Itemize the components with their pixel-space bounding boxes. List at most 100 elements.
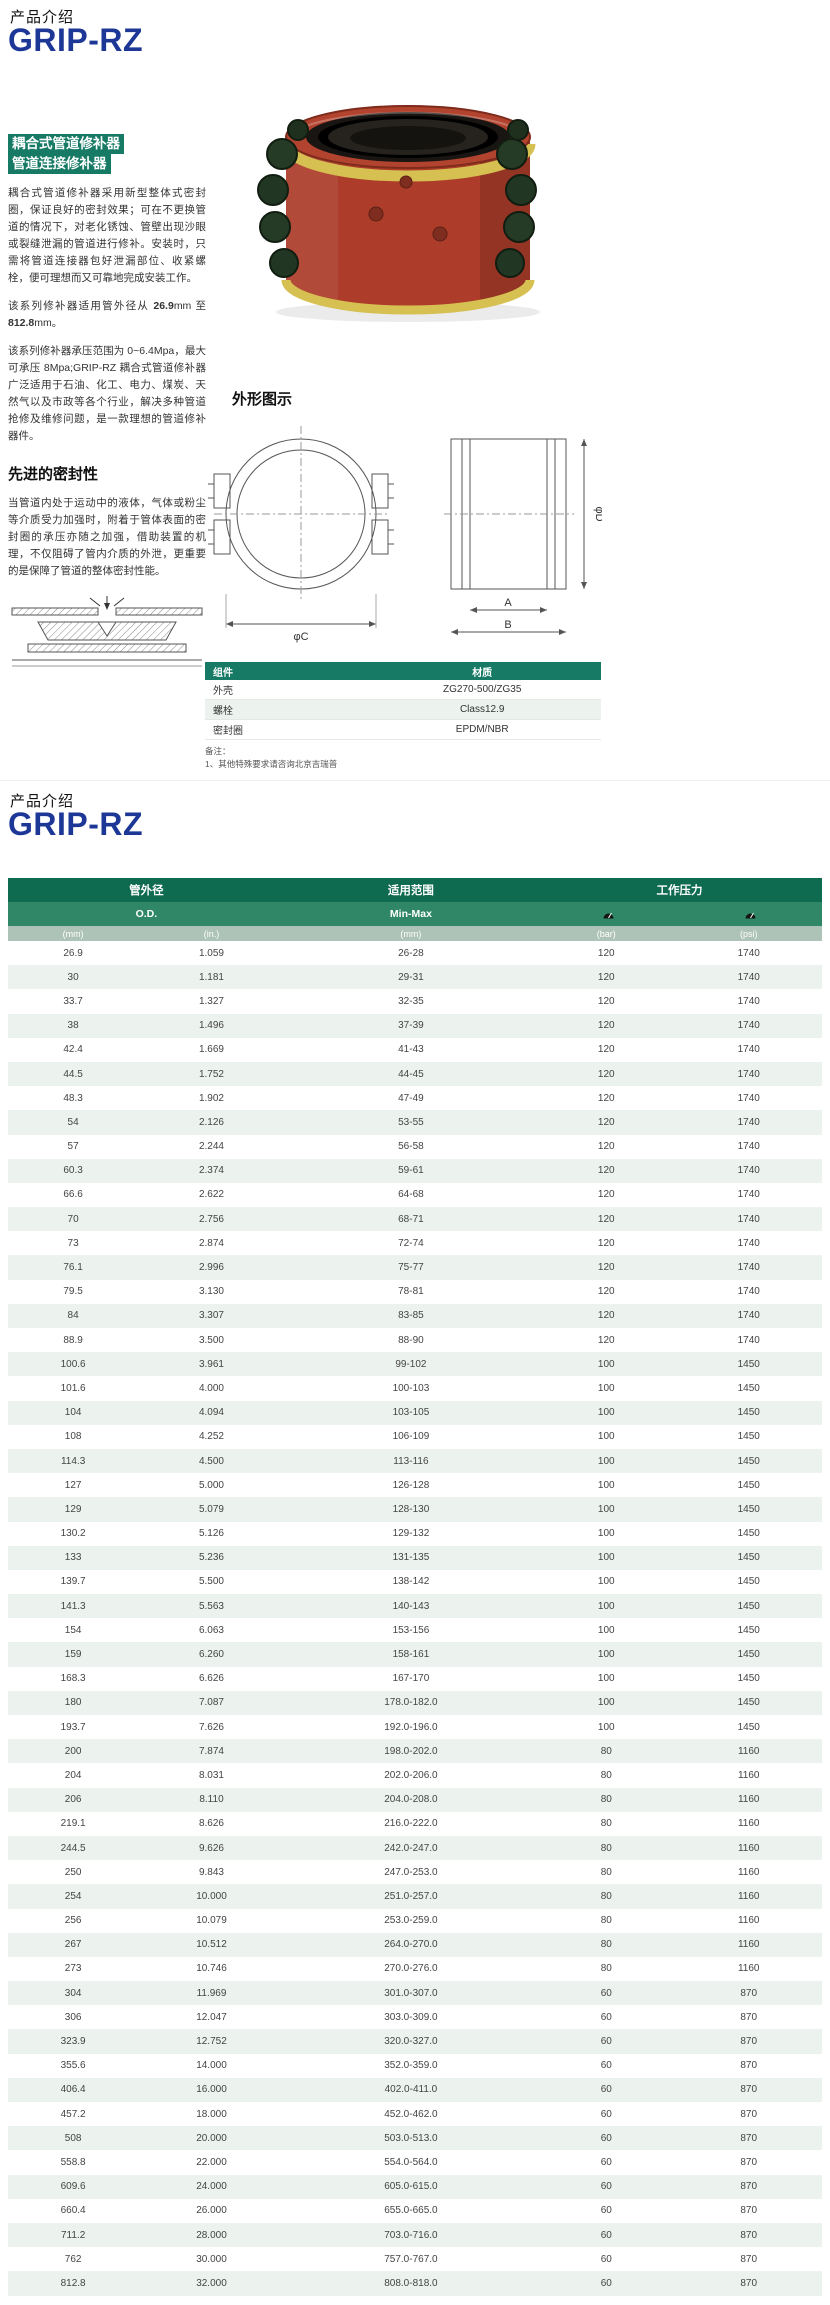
range-mm-value: 198.0-202.0 — [384, 1745, 438, 1757]
pressure-psi-value: 1740 — [737, 1213, 760, 1225]
pressure-bar-value: 80 — [600, 1939, 612, 1951]
page2-brand-title: GRIP-RZ — [8, 806, 144, 842]
pressure-psi-value: 1160 — [737, 1915, 760, 1927]
pressure-psi-value: 1740 — [737, 947, 760, 959]
pressure-bar-value: 60 — [600, 2253, 612, 2265]
od-in-value: 7.087 — [198, 1697, 224, 1709]
range-mm-value: 247.0-253.0 — [384, 1866, 438, 1878]
spec-row: 48.3 1.902 47-49 120 1740 — [8, 1086, 822, 1110]
range-mm-value: 26-28 — [398, 947, 424, 959]
pressure-bar-value: 100 — [597, 1721, 615, 1733]
spec-header-row2: O.D. Min-Max — [8, 902, 822, 926]
spec-row: 256 10.079 253.0-259.0 80 1160 — [8, 1909, 822, 1933]
range-mm-value: 83-85 — [398, 1310, 424, 1322]
outline-drawing: φC φD A B — [206, 414, 605, 656]
outline-drawing-svg: φC φD A B — [208, 426, 605, 643]
pressure-bar-value: 120 — [597, 1310, 615, 1322]
pressure-psi-value: 870 — [740, 2205, 758, 2217]
sealing-diagram — [11, 595, 203, 667]
od-mm-value: 168.3 — [60, 1673, 86, 1685]
pressure-bar-value: 60 — [600, 2229, 612, 2241]
intro-paragraph-2: 该系列修补器适用管外径从 26.9mm 至 812.8mm。 — [8, 298, 206, 332]
od-in-value: 5.079 — [198, 1503, 224, 1515]
range-mm-value: 242.0-247.0 — [384, 1842, 438, 1854]
bolt-cluster-right — [495, 138, 537, 278]
spec-row: 104 4.094 103-105 100 1450 — [8, 1400, 822, 1425]
od-in-value: 5.000 — [198, 1479, 224, 1491]
pressure-bar-value: 120 — [597, 1068, 615, 1080]
pressure-psi-value: 1450 — [737, 1673, 760, 1685]
unit-od-in: (in.) — [203, 928, 220, 939]
od-mm-value: 79.5 — [63, 1286, 83, 1298]
pressure-psi-value: 870 — [740, 2011, 758, 2023]
spec-row: 200 7.874 198.0-202.0 80 1160 — [8, 1739, 822, 1764]
pressure-bar-value: 120 — [597, 1116, 615, 1128]
spec-table: 管外径 适用范围 工作压力 O.D. Min-Max (mm) (in. — [8, 878, 822, 2296]
pressure-bar-value: 60 — [600, 1987, 612, 1999]
pressure-bar-value: 80 — [600, 1890, 612, 1902]
od-in-value: 16.000 — [196, 2084, 227, 2096]
range-mm-value: 167-170 — [392, 1673, 430, 1685]
pressure-psi-value: 1450 — [737, 1407, 760, 1419]
od-mm-value: 159 — [64, 1649, 82, 1661]
range-mm-value: 216.0-222.0 — [384, 1818, 438, 1830]
spec-row: 57 2.244 56-58 120 1740 — [8, 1135, 822, 1159]
range-mm-value: 253.0-259.0 — [384, 1915, 438, 1927]
range-mm-value: 47-49 — [398, 1092, 424, 1104]
pressure-psi-value: 1740 — [737, 1189, 760, 1201]
spec-row: 54 2.126 53-55 120 1740 — [8, 1110, 822, 1135]
pressure-bar-value: 100 — [597, 1552, 615, 1564]
pressure-bar-value: 100 — [597, 1455, 615, 1467]
od-in-value: 10.746 — [196, 1963, 227, 1975]
spec-row: 38 1.496 37-39 120 1740 — [8, 1013, 822, 1038]
od-mm-value: 762 — [64, 2253, 82, 2265]
spec-row: 127 5.000 126-128 100 1450 — [8, 1473, 822, 1497]
pressure-psi-value: 1450 — [737, 1552, 760, 1564]
range-mm-value: 131-135 — [392, 1552, 430, 1564]
od-in-value: 4.252 — [198, 1431, 224, 1443]
od-in-value: 1.496 — [198, 1020, 224, 1032]
pressure-bar-value: 120 — [597, 1189, 615, 1201]
spec-row: 159 6.260 158-161 100 1450 — [8, 1642, 822, 1667]
dim-label-b: B — [504, 619, 511, 631]
spec-row: 180 7.087 178.0-182.0 100 1450 — [8, 1690, 822, 1715]
pressure-bar-value: 100 — [597, 1576, 615, 1588]
p2-max-od: 812.8 — [8, 316, 35, 329]
p2-text: 该系列修补器适用管外径从 — [8, 299, 154, 312]
od-in-value: 5.500 — [198, 1576, 224, 1588]
od-mm-value: 139.7 — [60, 1576, 86, 1588]
od-mm-value: 711.2 — [60, 2229, 86, 2241]
pressure-psi-value: 1450 — [737, 1431, 760, 1443]
od-in-value: 7.626 — [198, 1721, 224, 1733]
pressure-psi-value: 1450 — [737, 1358, 760, 1370]
od-mm-value: 306 — [64, 2011, 82, 2023]
od-in-value: 14.000 — [196, 2060, 227, 2072]
od-in-value: 8.110 — [199, 1794, 224, 1806]
pressure-psi-value: 870 — [740, 2036, 758, 2048]
bolt-cluster-left — [257, 138, 299, 278]
range-mm-value: 53-55 — [398, 1116, 424, 1128]
pressure-psi-value: 1740 — [737, 1334, 760, 1346]
pressure-bar-value: 120 — [597, 1044, 615, 1056]
od-in-value: 20.000 — [196, 2132, 227, 2144]
od-in-value: 12.047 — [196, 2011, 227, 2023]
product-photo — [228, 82, 566, 332]
range-mm-value: 301.0-307.0 — [384, 1987, 438, 1999]
spec-row: 250 9.843 247.0-253.0 80 1160 — [8, 1860, 822, 1884]
materials-header-material: 材质 — [472, 667, 493, 679]
od-in-value: 10.079 — [196, 1915, 227, 1927]
od-in-value: 2.874 — [198, 1237, 224, 1249]
spec-row: 558.8 22.000 554.0-564.0 60 870 — [8, 2150, 822, 2174]
range-mm-value: 605.0-615.0 — [384, 2181, 438, 2193]
od-mm-value: 267 — [64, 1939, 82, 1951]
spec-row: 609.6 24.000 605.0-615.0 60 870 — [8, 2174, 822, 2199]
range-mm-value: 503.0-513.0 — [384, 2132, 438, 2144]
od-mm-value: 38 — [67, 1020, 79, 1032]
pressure-psi-value: 1160 — [737, 1866, 760, 1878]
od-in-value: 10.512 — [196, 1939, 227, 1951]
spec-row: 139.7 5.500 138-142 100 1450 — [8, 1570, 822, 1594]
dim-label-a: A — [504, 597, 512, 609]
spec-row: 79.5 3.130 78-81 120 1740 — [8, 1280, 822, 1304]
spec-row: 762 30.000 757.0-767.0 60 870 — [8, 2247, 822, 2271]
od-mm-value: 100.6 — [60, 1358, 86, 1370]
